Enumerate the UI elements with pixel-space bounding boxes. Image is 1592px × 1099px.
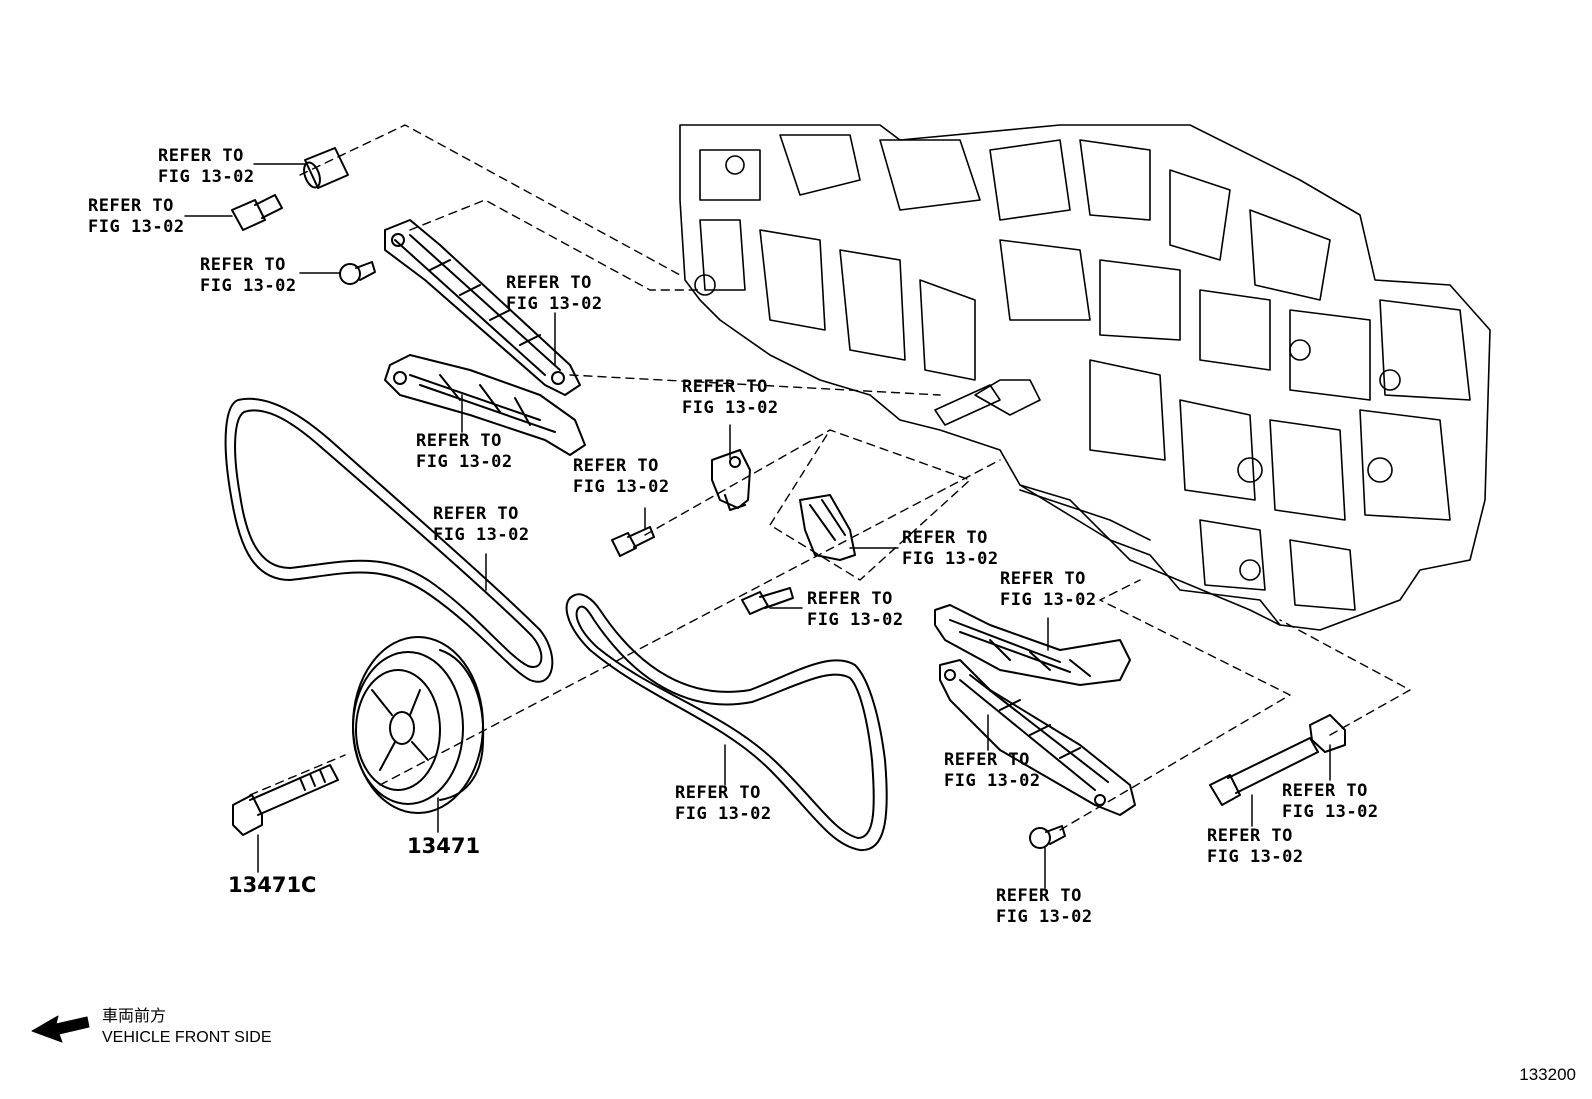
crank-pulley-13471	[352, 636, 485, 814]
upper-small-bolt	[339, 261, 376, 285]
center-timing-chain	[565, 593, 888, 852]
crank-bolt-13471c	[232, 764, 339, 836]
upper-chain-guide	[384, 219, 581, 396]
right-chain-guide-lower	[939, 659, 1136, 816]
lower-small-bolt	[1029, 825, 1066, 849]
chain-tensioner	[711, 449, 751, 511]
right-dowel-sleeve	[1309, 714, 1346, 753]
upper-dowel-sleeve	[303, 147, 349, 189]
part-number-bolt: 13471C	[228, 873, 317, 897]
bracket	[799, 494, 856, 561]
upper-tensioner-arm	[384, 354, 586, 456]
left-timing-chain	[224, 397, 554, 683]
vehicle-front-arrow-icon	[31, 1015, 90, 1043]
legend-japanese: 車両前方	[102, 1008, 167, 1025]
legend-english: VEHICLE FRONT SIDE	[102, 1029, 272, 1046]
bracket-bolt	[741, 587, 794, 615]
upper-stud-bolt	[231, 194, 283, 231]
vehicle-front-legend: 車両前方 VEHICLE FRONT SIDE	[102, 1006, 272, 1048]
part-number-pulley: 13471	[407, 834, 481, 858]
engine-block-illustration	[679, 124, 1491, 631]
right-stud-bolt	[1209, 737, 1319, 806]
figure-id: 133200	[1519, 1065, 1576, 1084]
tensioner-bolt	[611, 526, 655, 557]
right-chain-guide-upper	[934, 604, 1131, 686]
leader-lines	[184, 163, 1331, 889]
